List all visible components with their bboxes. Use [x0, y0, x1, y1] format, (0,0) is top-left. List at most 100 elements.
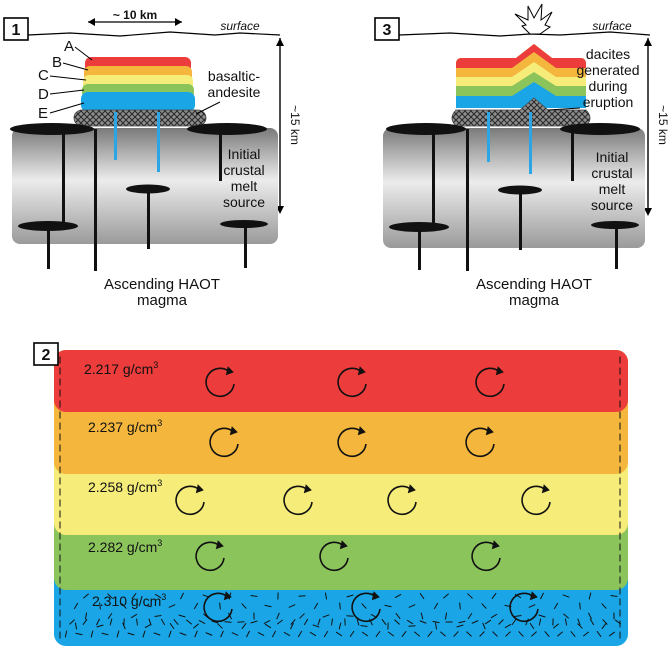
margin-dash — [360, 625, 368, 627]
panel-1-feeder-5 — [47, 226, 50, 269]
convection-arrowhead-icon — [485, 426, 494, 436]
margin-dash — [144, 623, 152, 629]
panel-1-feeder-4 — [147, 189, 150, 249]
margin-dash — [408, 604, 416, 608]
panel-1-feeder-2 — [94, 129, 97, 271]
margin-dash — [331, 618, 333, 626]
panel-3-surface-label: surface — [592, 19, 632, 33]
margin-dash — [299, 613, 305, 619]
margin-dash — [401, 630, 407, 638]
margin-dash — [309, 631, 317, 637]
margin-dash — [257, 631, 265, 637]
margin-dash — [369, 618, 373, 626]
panel-1-surface-label: surface — [220, 19, 260, 33]
margin-dash — [588, 612, 592, 620]
convection-arrowhead-icon — [225, 366, 234, 376]
convection-swirl-icon — [509, 592, 539, 623]
margin-dash — [579, 602, 581, 610]
margin-dash — [130, 613, 138, 619]
convection-swirl-icon — [387, 485, 417, 516]
panel-3-layer-a — [456, 44, 586, 68]
panel-3-dike-right — [529, 112, 532, 174]
margin-dash — [264, 623, 272, 629]
margin-dash — [219, 602, 221, 610]
panel-3-source-line-4: source — [591, 197, 633, 213]
margin-dash — [202, 613, 210, 619]
margin-dash — [538, 618, 542, 626]
panel-1-leader-a — [74, 46, 93, 61]
margin-dash — [224, 621, 232, 623]
margin-dash — [511, 618, 517, 626]
margin-dash — [205, 632, 213, 636]
margin-dash — [75, 632, 83, 636]
margin-dash — [492, 631, 498, 637]
convection-swirl-icon — [471, 541, 501, 572]
margin-dash — [109, 618, 113, 626]
margin-dash — [90, 630, 94, 638]
margin-dash — [154, 593, 162, 599]
margin-dash — [608, 631, 616, 637]
panel-1-depth-label: ~15 km — [288, 105, 302, 145]
panel-3-depth-label: ~15 km — [656, 105, 670, 145]
margin-dash — [250, 595, 258, 597]
panel-2-density-4: 2.282 g/cm3 — [88, 538, 162, 555]
convection-swirl-icon — [351, 592, 381, 623]
panel-2-number: 2 — [42, 347, 51, 364]
margin-dash — [142, 630, 146, 638]
panel-3-feeder-6 — [615, 225, 618, 269]
margin-dash — [528, 604, 536, 608]
panel-2: 2 2.217 g/cm3 2.237 g/cm3 2.258 g/cm3 2.… — [33, 342, 628, 646]
eruption-burst-icon — [514, 3, 553, 35]
panel-1-sill-top-left — [10, 123, 94, 135]
convection-arrowhead-icon — [215, 540, 224, 550]
margin-dash — [589, 618, 595, 626]
panel-3-feeder-2 — [466, 129, 469, 271]
margin-dash — [356, 618, 360, 626]
panel-1-source-line-2: crustal — [223, 162, 264, 178]
panel-1-letter-b: B — [52, 54, 62, 71]
margin-dash — [101, 632, 109, 636]
margin-dash — [467, 612, 473, 620]
panel-3-dacite-leader — [547, 107, 581, 111]
margin-dash — [131, 592, 137, 600]
margin-dash — [283, 631, 291, 637]
panel-1-sill-top-right — [187, 123, 267, 135]
margin-dash — [518, 631, 524, 637]
panel-1-letter-d: D — [38, 86, 49, 103]
margin-dash — [322, 614, 330, 618]
margin-dash — [552, 623, 560, 629]
convection-swirl-icon — [283, 485, 313, 516]
panel-1-basaltic-label-line-1: basaltic- — [208, 68, 260, 84]
margin-dash — [514, 593, 522, 599]
margin-dash — [288, 604, 296, 608]
panel-1-letter-e: E — [38, 105, 48, 122]
margin-dash — [467, 593, 473, 599]
panel-2-number-box — [33, 342, 59, 366]
panel-1-basaltic-leader — [195, 101, 221, 115]
convection-arrowhead-icon — [541, 484, 550, 494]
margin-dash — [160, 618, 166, 626]
margin-dash — [361, 603, 367, 609]
margin-dash — [588, 592, 592, 600]
margin-dash — [505, 631, 511, 637]
margin-dash — [346, 594, 354, 598]
margin-dash — [338, 622, 342, 630]
margin-dash — [99, 602, 101, 610]
margin-dash — [504, 623, 512, 629]
panel-1-number-box — [3, 17, 29, 41]
margin-dash — [432, 620, 440, 624]
margin-dash — [250, 620, 258, 624]
margin-dash — [69, 619, 75, 625]
margin-dash — [241, 622, 247, 630]
margin-dash — [498, 619, 504, 625]
panel-2-density-3: 2.258 g/cm3 — [88, 478, 162, 495]
margin-dash — [349, 630, 355, 638]
margin-dash — [419, 592, 425, 600]
margin-dash — [381, 618, 387, 626]
margin-dash — [198, 619, 206, 625]
margin-dash — [538, 614, 546, 618]
margin-dash — [263, 619, 271, 625]
panel-1-feeder-1 — [62, 129, 65, 227]
convection-arrowhead-icon — [229, 426, 238, 436]
panel-1-leader-b — [62, 62, 89, 71]
